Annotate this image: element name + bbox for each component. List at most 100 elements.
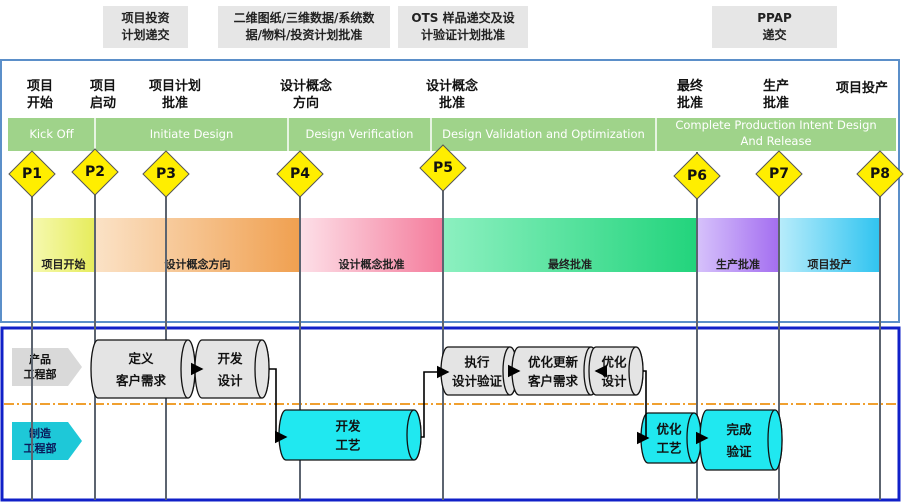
top-box-label: PPAP 递交 xyxy=(757,11,792,42)
gate-p7: P7 xyxy=(755,150,803,198)
gate-label: P3 xyxy=(156,166,176,182)
cylinder-end xyxy=(628,346,644,396)
milestone-label-line: 批准 xyxy=(763,95,789,111)
task-label-line: 优化 xyxy=(656,422,682,437)
band-2 xyxy=(95,218,300,272)
flow-arrow xyxy=(269,368,288,444)
gate-p2: P2 xyxy=(71,148,119,196)
milestone-label: 项目开始 xyxy=(27,79,53,111)
milestone-label: 项目启动 xyxy=(90,79,116,111)
task-cylinder: 定义客户需求 xyxy=(90,339,196,399)
top-box-label-line: 计验证计划批准 xyxy=(421,27,505,42)
task-label-line: 开发 xyxy=(217,351,243,366)
task-cylinder: 优化更新客户需求 xyxy=(511,346,599,396)
gate-label: P1 xyxy=(22,166,42,182)
gate-p8: P8 xyxy=(856,150,904,198)
milestone-label-line: 开始 xyxy=(27,95,53,111)
gate-diamond xyxy=(755,150,803,198)
top-box-label-line: 计划递交 xyxy=(121,27,169,42)
band-4 xyxy=(443,218,697,272)
top-box-label-line: PPAP xyxy=(757,11,792,25)
department-arrow xyxy=(12,348,82,386)
task-label-line: 优化 xyxy=(601,355,627,370)
milestone-label-line: 方向 xyxy=(293,95,319,111)
band-label: 项目开始 xyxy=(42,257,86,271)
milestone-label-line: 批准 xyxy=(439,95,465,111)
phase-label: Initiate Design xyxy=(150,127,234,141)
task-label-line: 执行 xyxy=(464,355,490,370)
phase-label: Design Validation and Optimization xyxy=(442,127,645,141)
task-label: 优化工艺 xyxy=(656,422,682,456)
task-cylinder: 优化工艺 xyxy=(640,412,702,464)
task-label-line: 工艺 xyxy=(335,438,360,453)
milestone-label-line: 项目 xyxy=(27,79,53,94)
flow-arrow xyxy=(421,365,450,438)
top-box xyxy=(103,6,188,48)
milestone-label-line: 启动 xyxy=(90,95,116,111)
gate-diamond xyxy=(276,150,324,198)
cylinder-body xyxy=(278,409,422,461)
task-label-line: 工艺 xyxy=(656,441,681,456)
task-label-line: 定义 xyxy=(127,351,154,366)
gate-label: P6 xyxy=(687,168,707,184)
task-cylinder: 完成验证 xyxy=(699,409,783,471)
gate-p4: P4 xyxy=(276,150,324,198)
phase-label: Kick Off xyxy=(29,127,74,141)
task-label: 开发工艺 xyxy=(335,419,361,453)
top-box-label-line: 二维图纸/三维数据/系统数 xyxy=(234,10,376,25)
task-label-line: 验证 xyxy=(726,444,752,459)
task-label-line: 设计验证 xyxy=(452,374,503,389)
gate-diamond xyxy=(142,150,190,198)
cylinder-end xyxy=(767,409,783,471)
phase-bar: Kick Off Initiate Design Design Verificati… xyxy=(8,118,896,151)
gate-diamond xyxy=(673,152,721,200)
phase-label-line: And Release xyxy=(740,134,811,148)
task-label-line: 完成 xyxy=(726,422,752,437)
department-label-line: 工程部 xyxy=(24,367,57,381)
flow-arrows xyxy=(190,362,709,445)
gate-diamond xyxy=(419,144,467,192)
gate-label: P2 xyxy=(85,164,105,180)
cylinder-body xyxy=(90,339,196,399)
top-box-label-line: OTS 样品递交及设 xyxy=(411,10,515,25)
gate-p1: P1 xyxy=(8,150,56,198)
cylinder-end xyxy=(180,339,196,399)
gate-label: P5 xyxy=(433,160,453,176)
gate-label: P7 xyxy=(769,166,789,182)
gate-diamond xyxy=(71,148,119,196)
milestone-label-line: 批准 xyxy=(677,95,703,111)
milestone-label: 生产批准 xyxy=(763,78,789,111)
cylinder-end xyxy=(406,409,422,461)
timeline-frame xyxy=(0,59,900,323)
cylinder-end xyxy=(254,339,270,399)
band-label: 设计概念方向 xyxy=(165,257,231,271)
top-box-label: OTS 样品递交及设计验证计划批准 xyxy=(411,10,515,42)
milestone-label-line: 项目投产 xyxy=(836,80,888,96)
phase-label-line: Design Verification xyxy=(306,127,414,141)
task-label: 开发设计 xyxy=(217,351,243,388)
top-box-label-line: 项目投资 xyxy=(121,10,169,25)
gate-label: P4 xyxy=(290,166,310,182)
gate-p6: P6 xyxy=(673,152,721,200)
top-box-label: 项目投资计划递交 xyxy=(121,10,169,42)
milestone-label-line: 设计概念 xyxy=(426,78,478,94)
gate-p5: P5 xyxy=(419,144,467,192)
band-label: 最终批准 xyxy=(548,257,592,271)
milestone-label-line: 项目计划 xyxy=(149,78,201,94)
milestone-label-line: 最终 xyxy=(677,78,704,94)
top-box-label-line: 递交 xyxy=(762,27,786,42)
department-label-line: 工程部 xyxy=(24,441,57,455)
milestone-label-line: 生产 xyxy=(763,78,789,94)
department-label-line: 制造 xyxy=(29,426,52,440)
gate-diamond xyxy=(856,150,904,198)
department-label-line: 产品 xyxy=(29,352,51,366)
band-3 xyxy=(300,218,443,272)
band-6 xyxy=(779,218,880,272)
task-label: 定义客户需求 xyxy=(115,351,167,388)
top-box xyxy=(218,6,390,48)
phase-label-line: Kick Off xyxy=(29,127,74,141)
